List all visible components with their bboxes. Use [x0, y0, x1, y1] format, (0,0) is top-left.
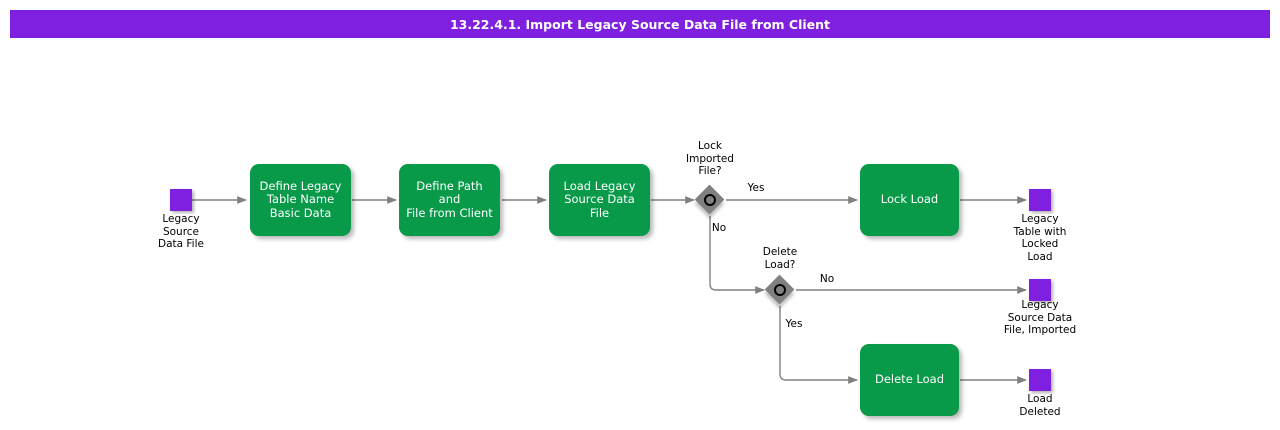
data-node-legacy-table-with-locked-load[interactable] — [1029, 189, 1051, 211]
task-lock-load[interactable]: Lock Load — [860, 164, 959, 236]
data-node-legacy-source-data-file-imported-label: Legacy Source Data File, Imported — [1003, 299, 1077, 337]
task-define-path-and-file-from-client-label: Define Path and File from Client — [406, 178, 493, 220]
task-delete-load-label: Delete Load — [874, 372, 945, 387]
task-load-legacy-source-data-file-label: Load Legacy Source Data File — [563, 178, 636, 220]
gateway-delete-load[interactable] — [764, 274, 795, 305]
data-node-load-deleted-label: Load Deleted — [1019, 393, 1061, 418]
gateway-ring-icon — [704, 194, 716, 206]
data-node-legacy-source-data-file-imported[interactable] — [1029, 279, 1051, 301]
gateway-ring-icon — [774, 284, 786, 296]
gateway-lock-imported-file[interactable] — [694, 184, 725, 215]
data-node-legacy-source-data-file[interactable] — [170, 189, 192, 211]
task-delete-load[interactable]: Delete Load — [860, 344, 959, 416]
flow-label-delete-no: No — [819, 273, 835, 285]
data-node-legacy-source-data-file-label: Legacy Source Data File — [158, 213, 204, 251]
flow-label-lock-yes: Yes — [747, 182, 765, 194]
gateway-lock-imported-file-label: Lock Imported File? — [686, 140, 734, 178]
task-define-path-and-file-from-client[interactable]: Define Path and File from Client — [399, 164, 500, 236]
page-title: 13.22.4.1. Import Legacy Source Data Fil… — [449, 16, 831, 32]
flow-label-lock-no: No — [711, 222, 727, 234]
task-define-legacy-table-name-basic-data-label: Define Legacy Table Name Basic Data — [259, 178, 342, 220]
flow-label-delete-yes: Yes — [785, 318, 803, 330]
task-define-legacy-table-name-basic-data[interactable]: Define Legacy Table Name Basic Data — [250, 164, 351, 236]
data-node-load-deleted[interactable] — [1029, 369, 1051, 391]
page-title-bar: 13.22.4.1. Import Legacy Source Data Fil… — [10, 10, 1270, 38]
task-load-legacy-source-data-file[interactable]: Load Legacy Source Data File — [549, 164, 650, 236]
task-lock-load-label: Lock Load — [880, 192, 939, 207]
data-node-legacy-table-with-locked-load-label: Legacy Table with Locked Load — [1013, 213, 1067, 263]
gateway-delete-load-label: Delete Load? — [762, 246, 798, 271]
